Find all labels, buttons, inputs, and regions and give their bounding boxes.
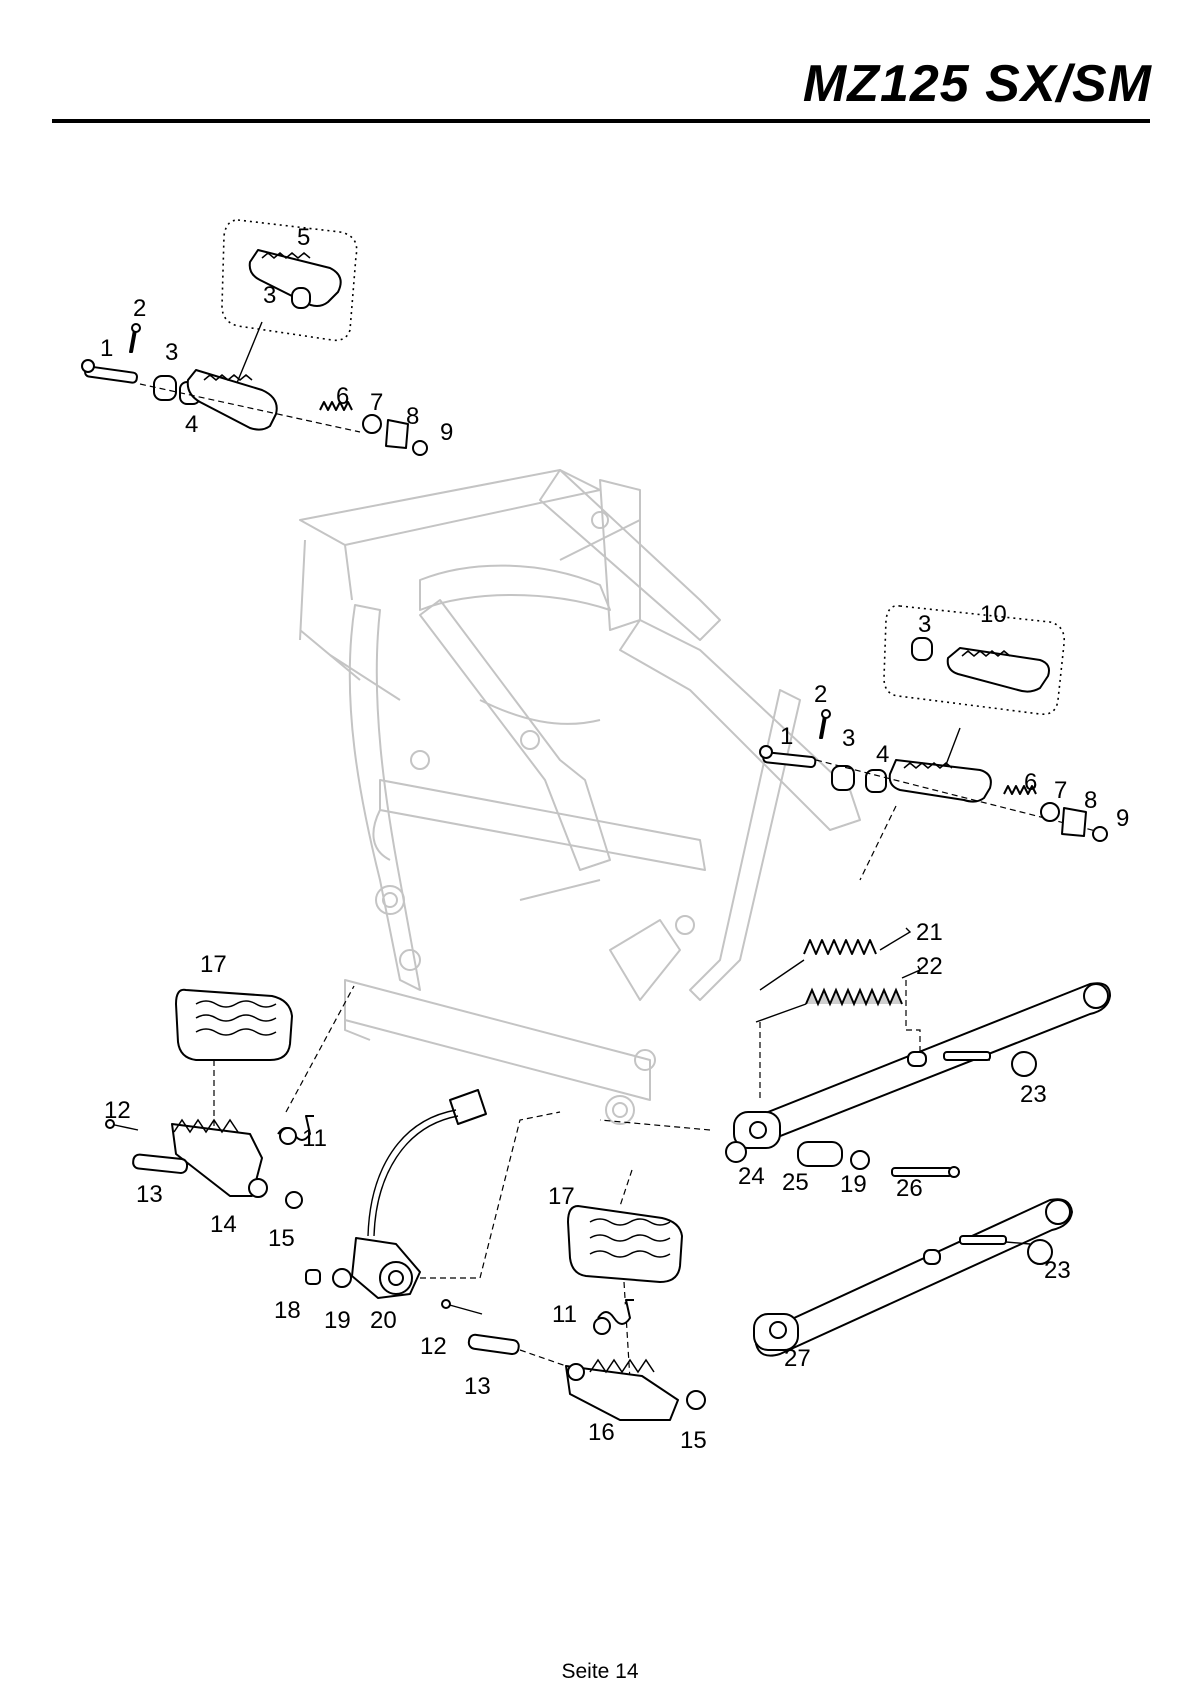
callout-13: 13 — [136, 1181, 163, 1208]
side-stand-group — [599, 927, 1111, 1357]
callout-18: 18 — [274, 1297, 301, 1324]
callout-9: 9 — [440, 419, 453, 446]
callout-19: 19 — [324, 1307, 351, 1334]
callout-19: 19 — [840, 1171, 867, 1198]
callout-23: 23 — [1020, 1081, 1047, 1108]
callout-17: 17 — [548, 1183, 575, 1210]
callout-5: 5 — [297, 224, 310, 251]
callout-7: 7 — [370, 389, 383, 416]
callout-3: 3 — [842, 725, 855, 752]
callout-10: 10 — [980, 601, 1007, 628]
callout-25: 25 — [782, 1169, 809, 1196]
callout-2: 2 — [814, 681, 827, 708]
callout-3: 3 — [165, 339, 178, 366]
callout-12: 12 — [420, 1333, 447, 1360]
callout-7: 7 — [1054, 777, 1067, 804]
page-footer: Seite 14 — [561, 1660, 639, 1683]
callout-22: 22 — [916, 953, 943, 980]
callout-11: 11 — [552, 1301, 577, 1328]
callout-4: 4 — [876, 741, 889, 768]
callout-23: 23 — [1044, 1257, 1071, 1284]
callout-27: 27 — [784, 1345, 811, 1372]
callout-6: 6 — [1024, 769, 1037, 796]
brake-switch-group — [305, 1089, 561, 1299]
callout-3: 3 — [918, 611, 931, 638]
callout-1: 1 — [100, 335, 113, 362]
brake-pedal-group-right — [441, 1169, 706, 1421]
callout-26: 26 — [896, 1175, 923, 1202]
brake-pedal-group-left — [105, 985, 355, 1209]
callout-21: 21 — [916, 919, 943, 946]
callout-6: 6 — [336, 383, 349, 410]
frame-drawing — [299, 469, 861, 1125]
callout-20: 20 — [370, 1307, 397, 1334]
callout-12: 12 — [104, 1097, 131, 1124]
callout-8: 8 — [1084, 787, 1097, 814]
footrest-group-left — [81, 219, 428, 456]
callout-15: 15 — [268, 1225, 295, 1252]
callout-17: 17 — [200, 951, 227, 978]
callout-9: 9 — [1116, 805, 1129, 832]
callout-8: 8 — [406, 403, 419, 430]
callout-14: 14 — [210, 1211, 237, 1238]
callout-24: 24 — [738, 1163, 765, 1190]
callout-11: 11 — [302, 1125, 327, 1152]
footrest-group-right — [759, 604, 1108, 881]
callout-1: 1 — [780, 723, 793, 750]
callout-4: 4 — [185, 411, 198, 438]
callout-2: 2 — [133, 295, 146, 322]
title-rule — [52, 119, 1150, 123]
page-title: MZ125 SX/SM — [802, 55, 1152, 113]
callout-13: 13 — [464, 1373, 491, 1400]
callouts: 5 3 2 1 3 4 6 7 8 9 10 3 2 1 3 4 6 7 8 9… — [100, 224, 1129, 1454]
callout-3: 3 — [263, 282, 276, 309]
callout-16: 16 — [588, 1419, 615, 1446]
callout-15: 15 — [680, 1427, 707, 1454]
